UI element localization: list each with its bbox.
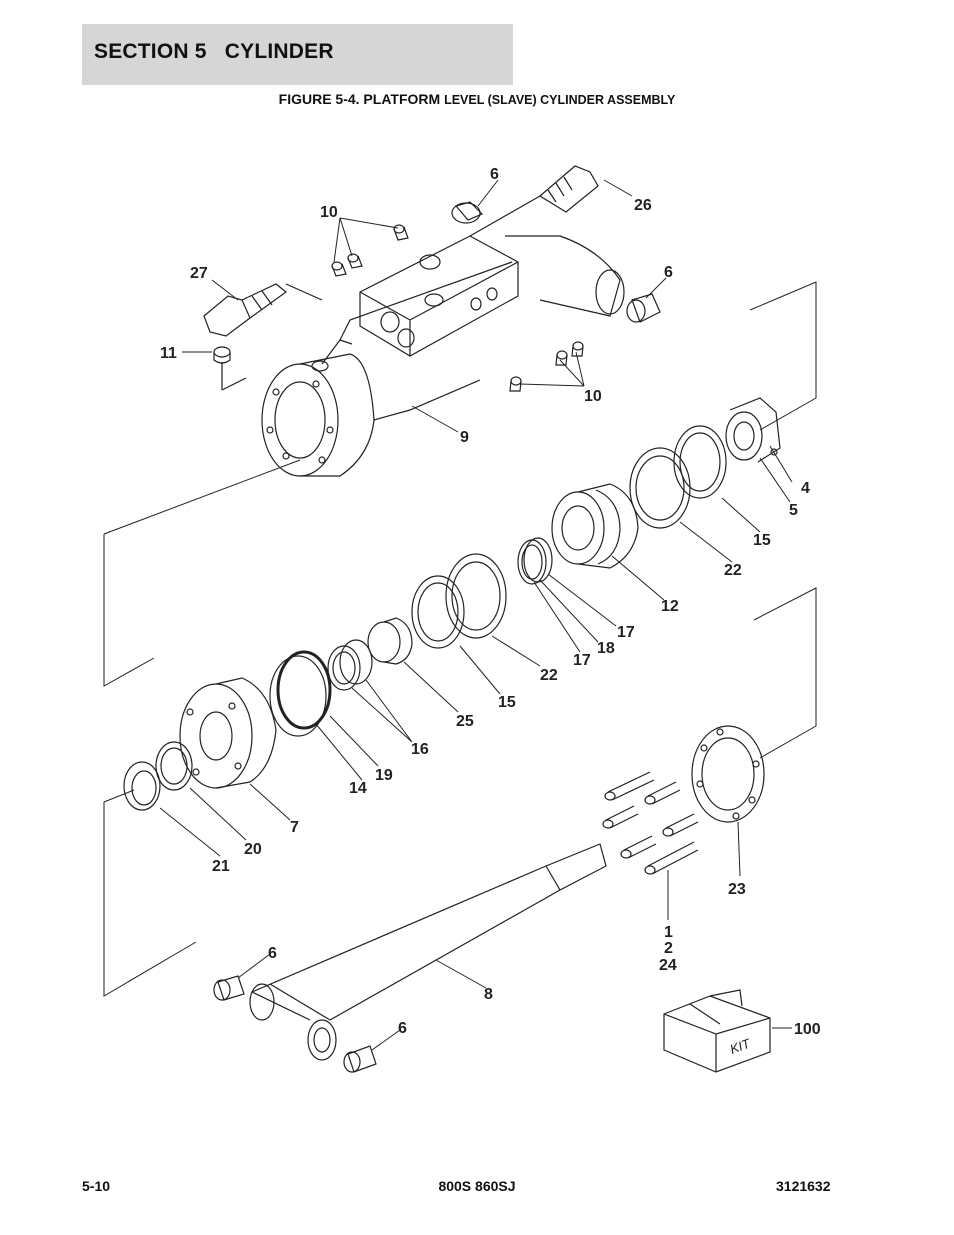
bushing-6-top — [451, 201, 484, 224]
callout-22-upper: 22 — [724, 562, 742, 579]
callout-14: 14 — [349, 780, 367, 797]
figure-caption-prefix: FIGURE 5-4. PLATFORM — [278, 91, 441, 107]
callout-6-rod-right: 6 — [398, 1020, 407, 1037]
o-ring-19-14 — [269, 650, 332, 737]
footer-part-number: 3121632 — [776, 1178, 831, 1194]
callout-2: 2 — [664, 940, 673, 957]
seal-15-lower — [411, 575, 465, 649]
callout-6-right: 6 — [664, 264, 673, 281]
callout-9: 9 — [460, 429, 469, 446]
callout-numbers: 6 26 10 27 6 11 10 9 4 5 15 22 12 17 18 … — [160, 166, 821, 1038]
wear-rings-16 — [327, 639, 373, 691]
spacer-25 — [367, 617, 413, 665]
callout-8: 8 — [484, 986, 493, 1003]
figure-caption-rest: LEVEL (SLAVE) CYLINDER ASSEMBLY — [444, 93, 676, 107]
kit-box — [663, 989, 771, 1073]
ring-22-lower — [445, 553, 507, 639]
callout-21: 21 — [212, 858, 230, 875]
callout-27: 27 — [190, 265, 208, 282]
breather-27 — [203, 283, 323, 337]
callout-25: 25 — [456, 713, 474, 730]
screws-10-top — [331, 224, 409, 277]
footer-model: 800S 860SJ — [438, 1178, 516, 1194]
rings-17-18 — [517, 537, 553, 585]
footer-page-number: 5-10 — [82, 1178, 111, 1194]
figure-caption: FIGURE 5-4. PLATFORM LEVEL (SLAVE) CYLIN… — [0, 91, 954, 107]
callout-15-upper: 15 — [753, 532, 771, 549]
callout-20: 20 — [244, 841, 262, 858]
seal-15-upper — [673, 425, 727, 499]
callout-19: 19 — [375, 767, 393, 784]
callout-5: 5 — [789, 502, 798, 519]
extension-lines — [103, 281, 817, 997]
callout-23: 23 — [728, 881, 746, 898]
lock-ring-4-5 — [725, 397, 781, 463]
barrel-9 — [261, 353, 481, 477]
callout-22-lower: 22 — [540, 667, 558, 684]
callout-4: 4 — [801, 480, 810, 497]
callout-10-top: 10 — [320, 204, 338, 221]
callout-11: 11 — [160, 345, 177, 362]
callout-1: 1 — [664, 924, 673, 941]
bushing-6-right — [626, 293, 661, 323]
callout-100: 100 — [794, 1021, 821, 1038]
hose-fitting-26 — [469, 165, 599, 237]
kit-box-label: KIT — [728, 1035, 753, 1056]
wiper-21 — [123, 761, 161, 811]
wiper-20 — [155, 741, 193, 791]
callout-16: 16 — [411, 741, 429, 758]
callout-24: 24 — [659, 957, 677, 974]
callout-6-rod-left: 6 — [268, 945, 277, 962]
bolts-1-2-24 — [602, 771, 699, 875]
bushing-6-rod-right — [343, 1045, 377, 1073]
barrel-top-tube — [321, 235, 625, 365]
callout-17-a: 17 — [617, 624, 635, 641]
leader-lines — [159, 179, 793, 1051]
flange-23 — [691, 725, 765, 823]
piston-12 — [551, 483, 639, 569]
ring-22-upper — [629, 447, 691, 529]
head-7 — [179, 677, 277, 789]
valve-block — [359, 235, 519, 357]
callout-7: 7 — [290, 819, 299, 836]
callout-18: 18 — [597, 640, 615, 657]
callout-10-bottom: 10 — [584, 388, 602, 405]
section-header-band — [82, 24, 513, 85]
plug-11 — [213, 346, 247, 391]
bushing-6-rod-left — [213, 975, 245, 1001]
callout-6-top: 6 — [490, 166, 499, 183]
rod-8 — [249, 843, 607, 1061]
section-title: SECTION 5 CYLINDER — [94, 40, 334, 63]
callout-26: 26 — [634, 197, 652, 214]
callout-15-lower: 15 — [498, 694, 516, 711]
callout-12: 12 — [661, 598, 679, 615]
callout-17-b: 17 — [573, 652, 591, 669]
